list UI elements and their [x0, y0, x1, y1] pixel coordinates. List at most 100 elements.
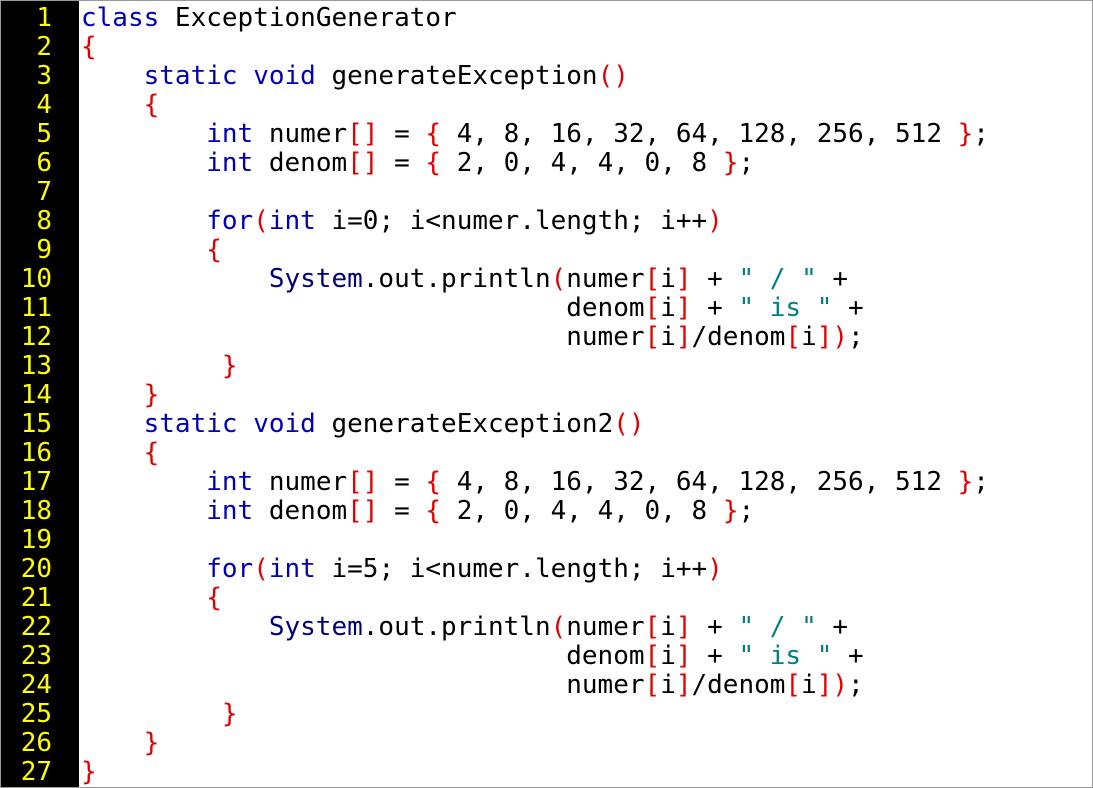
- code-text: [81, 438, 144, 468]
- code-bracket: {: [206, 235, 222, 265]
- code-text: +: [691, 293, 739, 323]
- code-text: [81, 90, 144, 120]
- code-bracket: ]: [675, 293, 692, 323]
- code-bracket: [: [785, 322, 802, 352]
- line-number: 6: [36, 148, 52, 178]
- code-area[interactable]: class ExceptionGenerator{ static void ge…: [79, 1, 1092, 787]
- code-line: numer[i]/denom[i]);: [81, 322, 864, 352]
- code-bracket: (): [597, 61, 629, 91]
- line-number: 3: [36, 61, 52, 91]
- code-bracket: }: [143, 380, 160, 410]
- code-text: [81, 235, 206, 265]
- code-text: denom: [253, 148, 348, 178]
- code-line: for(int i=5; i<numer.length; i++): [81, 555, 723, 584]
- code-text: numer: [253, 467, 348, 497]
- code-bracket: ]: [675, 670, 692, 700]
- code-bracket: }: [221, 699, 238, 729]
- line-number: 18: [20, 496, 52, 526]
- code-bracket: ]): [816, 670, 849, 700]
- line-number: 7: [36, 177, 52, 207]
- code-text: denom: [253, 496, 348, 526]
- code-bracket: []: [347, 496, 379, 526]
- code-bracket: [: [644, 264, 661, 294]
- code-bracket: (: [253, 206, 269, 236]
- code-text: denom: [81, 641, 645, 671]
- code-bracket: }: [957, 467, 974, 497]
- line-number: 1: [36, 3, 52, 33]
- code-line: int numer[] = { 4, 8, 16, 32, 64, 128, 2…: [81, 468, 989, 497]
- code-bracket: {: [206, 583, 222, 613]
- code-text: [81, 380, 144, 410]
- code-text: i: [660, 264, 676, 294]
- code-text: ExceptionGenerator: [159, 3, 457, 33]
- code-text: /denom: [691, 322, 786, 352]
- code-keyword: int: [268, 206, 316, 236]
- code-text: [81, 409, 144, 439]
- code-keyword: int: [206, 148, 254, 178]
- code-bracket: []: [347, 148, 379, 178]
- code-line: numer[i]/denom[i]);: [81, 670, 864, 700]
- code-string: " is ": [738, 293, 833, 323]
- code-keyword: static void: [143, 409, 316, 439]
- code-text: [81, 467, 206, 497]
- code-line: denom[i] + " is " +: [81, 641, 863, 671]
- code-text: generateException2: [315, 409, 614, 439]
- line-number: 10: [20, 264, 52, 294]
- code-bracket: ]: [675, 641, 692, 671]
- code-class-ref: System: [268, 264, 363, 294]
- code-text: numer: [566, 264, 645, 294]
- code-keyword: for: [206, 554, 254, 584]
- code-bracket: {: [425, 467, 442, 497]
- code-bracket: {: [143, 438, 160, 468]
- code-text: i: [660, 293, 676, 323]
- code-line: }: [81, 728, 160, 758]
- code-line: int denom[] = { 2, 0, 4, 4, 0, 8 };: [81, 497, 754, 526]
- code-bracket: }: [81, 757, 97, 787]
- code-line: {: [81, 90, 160, 120]
- code-text: [81, 61, 144, 91]
- code-text: =: [378, 148, 426, 178]
- code-text: i: [801, 322, 817, 352]
- code-bracket: }: [722, 148, 739, 178]
- code-bracket: ]: [675, 264, 692, 294]
- code-bracket: [: [644, 612, 661, 642]
- code-text: .out.println: [362, 264, 551, 294]
- line-number: 15: [20, 409, 52, 439]
- line-number: 26: [20, 728, 52, 758]
- code-text: i: [660, 670, 676, 700]
- code-bracket: [: [785, 670, 802, 700]
- code-bracket: ]): [816, 322, 849, 352]
- code-text: +: [832, 293, 864, 323]
- code-text: [81, 264, 269, 294]
- code-line: {: [81, 33, 97, 62]
- line-number: 12: [20, 322, 52, 352]
- code-text: numer: [253, 119, 348, 149]
- line-number: 4: [36, 90, 52, 120]
- code-text: generateException: [315, 61, 598, 91]
- code-line: System.out.println(numer[i] + " / " +: [81, 265, 848, 294]
- code-keyword: int: [206, 119, 254, 149]
- code-bracket: }: [143, 728, 160, 758]
- code-keyword: int: [268, 554, 316, 584]
- code-text: ;: [848, 322, 864, 352]
- code-text: +: [691, 641, 739, 671]
- code-line: class ExceptionGenerator: [81, 4, 457, 33]
- code-text: ;: [738, 148, 755, 178]
- code-bracket: (: [550, 264, 567, 294]
- code-text: i: [660, 641, 676, 671]
- code-line: }: [81, 700, 238, 729]
- code-bracket: {: [425, 119, 442, 149]
- code-text: .out.println: [362, 612, 551, 642]
- code-bracket: ): [707, 206, 723, 236]
- code-text: ;: [848, 670, 864, 700]
- code-text: +: [691, 264, 739, 294]
- line-number: 20: [20, 554, 52, 584]
- code-text: 2, 0, 4, 4, 0, 8: [441, 148, 723, 178]
- code-string: " is ": [738, 641, 833, 671]
- code-line: {: [81, 438, 160, 468]
- line-number: 5: [36, 119, 52, 149]
- code-text: [81, 351, 222, 381]
- code-bracket: }: [221, 351, 238, 381]
